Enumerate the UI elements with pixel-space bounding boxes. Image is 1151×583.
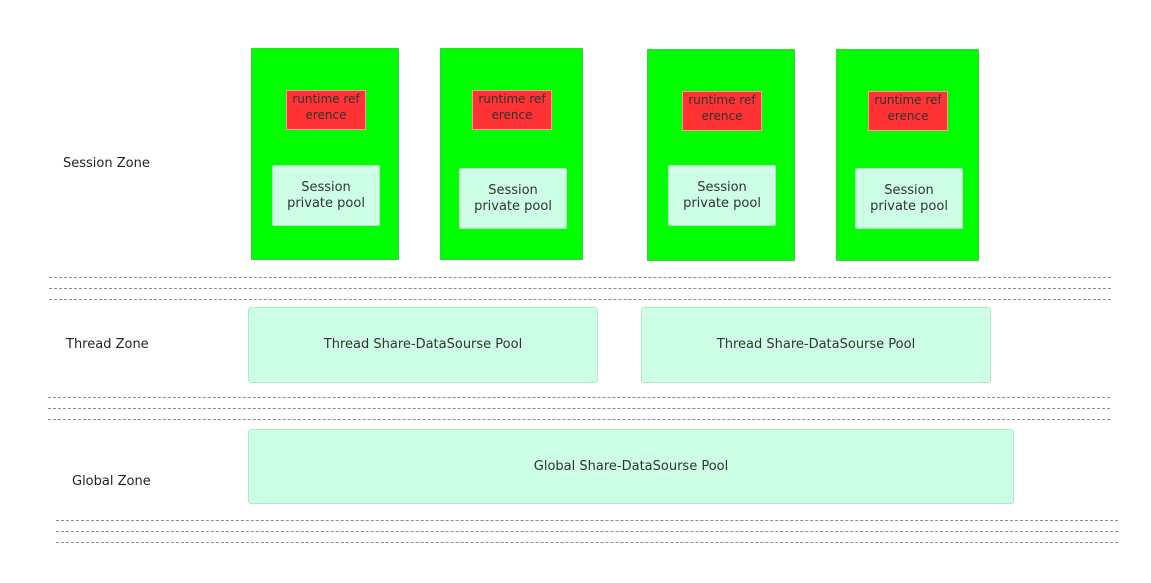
session-private-pool: Session private pool [668, 165, 776, 226]
session-box-2: runtime reference Session private pool [440, 48, 583, 260]
zone-divider [48, 408, 1110, 409]
session-private-pool: Session private pool [272, 165, 380, 226]
session-private-pool: Session private pool [459, 168, 567, 229]
zone-divider [48, 419, 1110, 420]
runtime-reference-box: runtime reference [682, 91, 762, 131]
thread-zone-label: Thread Zone [66, 337, 149, 352]
session-zone-label: Session Zone [63, 156, 150, 171]
session-box-4: runtime reference Session private pool [836, 49, 979, 261]
global-zone-label: Global Zone [72, 474, 151, 489]
runtime-reference-box: runtime reference [286, 90, 366, 130]
zone-divider [48, 397, 1110, 398]
session-private-pool: Session private pool [855, 168, 963, 229]
global-share-pool: Global Share-DataSourse Pool [248, 429, 1014, 504]
runtime-reference-box: runtime reference [472, 90, 552, 130]
zone-divider [49, 277, 1111, 278]
zone-divider [49, 299, 1111, 300]
runtime-reference-box: runtime reference [868, 91, 948, 131]
thread-share-pool-2: Thread Share-DataSourse Pool [641, 307, 991, 383]
session-box-1: runtime reference Session private pool [251, 48, 399, 260]
session-box-3: runtime reference Session private pool [647, 49, 795, 261]
zone-divider [56, 531, 1118, 532]
zone-divider [49, 288, 1111, 289]
zone-divider [56, 520, 1118, 521]
thread-share-pool-1: Thread Share-DataSourse Pool [248, 307, 598, 383]
zone-divider [56, 542, 1118, 543]
